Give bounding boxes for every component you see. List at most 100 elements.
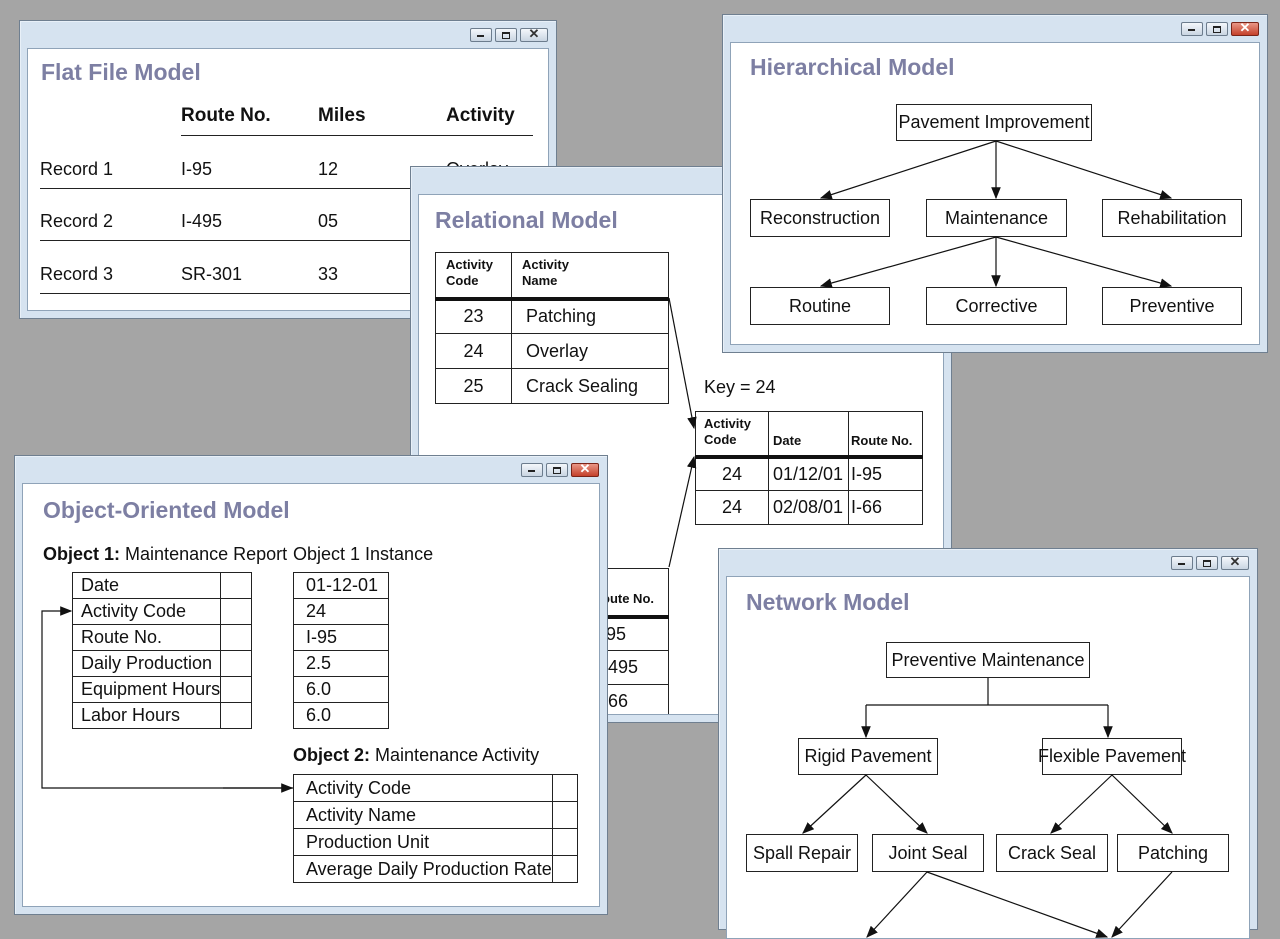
minimize-icon[interactable]: [1181, 22, 1203, 36]
maximize-icon[interactable]: [546, 463, 568, 477]
hier-node-maintenance: Maintenance: [926, 199, 1067, 237]
net-edge: [865, 774, 928, 834]
object1-label: Object 1:: [43, 544, 121, 564]
table-row: Average Daily Production Rate: [293, 855, 579, 883]
object2-label: Object 2:: [293, 745, 371, 765]
flat-header-activity: Activity: [446, 105, 515, 126]
object1-field: Date: [71, 572, 222, 599]
hierarchical-title: Hierarchical Model: [750, 54, 955, 80]
activity-code-cell: 25: [435, 368, 512, 404]
activity-name-header: Activity Name: [511, 252, 669, 301]
table-row: Equipment Hours: [71, 676, 252, 703]
object-link-arrow: [41, 606, 293, 789]
net-node-flexible: Flexible Pavement: [1038, 738, 1186, 775]
relational-title: Relational Model: [435, 207, 618, 233]
net-edge: [1111, 871, 1173, 938]
table-row: 24 01/12/01 I-95: [695, 456, 923, 491]
object1-slot: [220, 624, 252, 651]
log-route-cell: I-95: [848, 456, 923, 491]
activity-name-cell: Overlay: [511, 333, 669, 369]
maximize-icon[interactable]: [1196, 556, 1218, 570]
hier-edge: [995, 140, 1173, 200]
object1-slot: [220, 572, 252, 599]
minimize-icon[interactable]: [470, 28, 492, 42]
close-icon[interactable]: ✕: [571, 461, 599, 477]
hierarchical-content: Hierarchical Model Pavement Improvement …: [730, 42, 1260, 345]
log-route-header: Route No.: [848, 411, 923, 459]
flat-header-rule: [181, 135, 533, 136]
table-row: Activity Name: [293, 801, 579, 829]
flat-record-miles: 12: [318, 159, 339, 179]
object1-field: Route No.: [71, 624, 222, 651]
network-content: Network Model Preventive Maintenance Rig…: [726, 576, 1250, 939]
object-arrows: [41, 606, 294, 793]
hier-node-preventive: Preventive: [1102, 287, 1242, 325]
activity-name-cell: Patching: [511, 298, 669, 334]
object1-field: Equipment Hours: [71, 676, 222, 703]
object1-slot: [220, 702, 252, 729]
table-row: Date: [71, 572, 252, 599]
instance-value: I-95: [293, 624, 389, 651]
network-window: ✕ Network Model Preventive Maintenance R…: [718, 548, 1258, 939]
flat-record-label: Record 3: [40, 264, 114, 284]
flat-record-route: I-495: [181, 211, 223, 231]
network-titlebar[interactable]: ✕: [719, 549, 1257, 576]
table-row: 6.0: [293, 676, 389, 703]
object2-slot: [551, 828, 579, 856]
object-title: Object-Oriented Model: [43, 497, 290, 523]
network-title: Network Model: [746, 589, 910, 615]
flat-row-rule: [40, 240, 533, 241]
instance-value: 6.0: [293, 702, 389, 729]
log-code-header: Activity Code: [695, 411, 769, 459]
table-row: I-95: [293, 624, 389, 651]
object1-table: Date Activity Code Route No. Daily Produ…: [71, 572, 252, 729]
net-node-rigid: Rigid Pavement: [798, 738, 938, 775]
net-root-node: Preventive Maintenance: [886, 642, 1090, 678]
net-node-patching: Patching: [1117, 834, 1229, 872]
close-icon[interactable]: ✕: [1221, 554, 1249, 570]
object2-name: Maintenance Activity: [375, 745, 540, 765]
flat-record-miles: 05: [318, 211, 339, 231]
hier-node-rehabilitation: Rehabilitation: [1102, 199, 1242, 237]
maximize-icon[interactable]: [495, 28, 517, 42]
activity-code-cell: 23: [435, 298, 512, 334]
net-node-crack-seal: Crack Seal: [996, 834, 1108, 872]
flat-file-titlebar[interactable]: ✕: [20, 21, 556, 48]
hier-node-reconstruction: Reconstruction: [750, 199, 890, 237]
net-node-spall-repair: Spall Repair: [746, 834, 858, 872]
hier-edge: [995, 236, 1173, 288]
table-row: 01-12-01: [293, 572, 389, 599]
object2-field: Average Daily Production Rate: [293, 855, 553, 883]
hierarchical-titlebar[interactable]: ✕: [723, 15, 1267, 42]
log-date-cell: 01/12/01: [768, 456, 849, 491]
hier-root-node: Pavement Improvement: [896, 104, 1092, 141]
net-edge: [802, 774, 867, 834]
net-edge: [926, 871, 1109, 938]
flat-record-label: Record 2: [40, 211, 114, 231]
close-icon[interactable]: ✕: [520, 26, 548, 42]
hier-edge: [819, 140, 997, 200]
object2-slot: [551, 855, 579, 883]
maximize-icon[interactable]: [1206, 22, 1228, 36]
minimize-icon[interactable]: [521, 463, 543, 477]
flat-row-rule: [40, 188, 533, 189]
object1-field: Daily Production: [71, 650, 222, 677]
hierarchical-arrows: [819, 140, 1173, 288]
minimize-icon[interactable]: [1171, 556, 1193, 570]
activity-log-table: Activity Code Date Route No. 24 01/12/01…: [695, 411, 923, 525]
net-edge: [1050, 774, 1113, 834]
key-label: Key = 24: [704, 377, 776, 397]
object2-field: Activity Name: [293, 801, 553, 829]
instance-caption: Object 1 Instance: [293, 544, 434, 564]
flat-header-miles: Miles: [318, 105, 366, 126]
table-row: 6.0: [293, 702, 389, 729]
close-icon[interactable]: ✕: [1231, 20, 1259, 36]
object-oriented-titlebar[interactable]: ✕: [15, 456, 607, 483]
object2-table: Activity Code Activity Name Production U…: [293, 774, 579, 883]
table-row: Labor Hours: [71, 702, 252, 729]
object1-name: Maintenance Report: [125, 544, 288, 564]
instance-value: 6.0: [293, 676, 389, 703]
network-arrows: [802, 678, 1173, 938]
instance-table: 01-12-01 24 I-95 2.5 6.0 6.0: [293, 572, 389, 729]
flat-record-miles: 33: [318, 264, 339, 284]
